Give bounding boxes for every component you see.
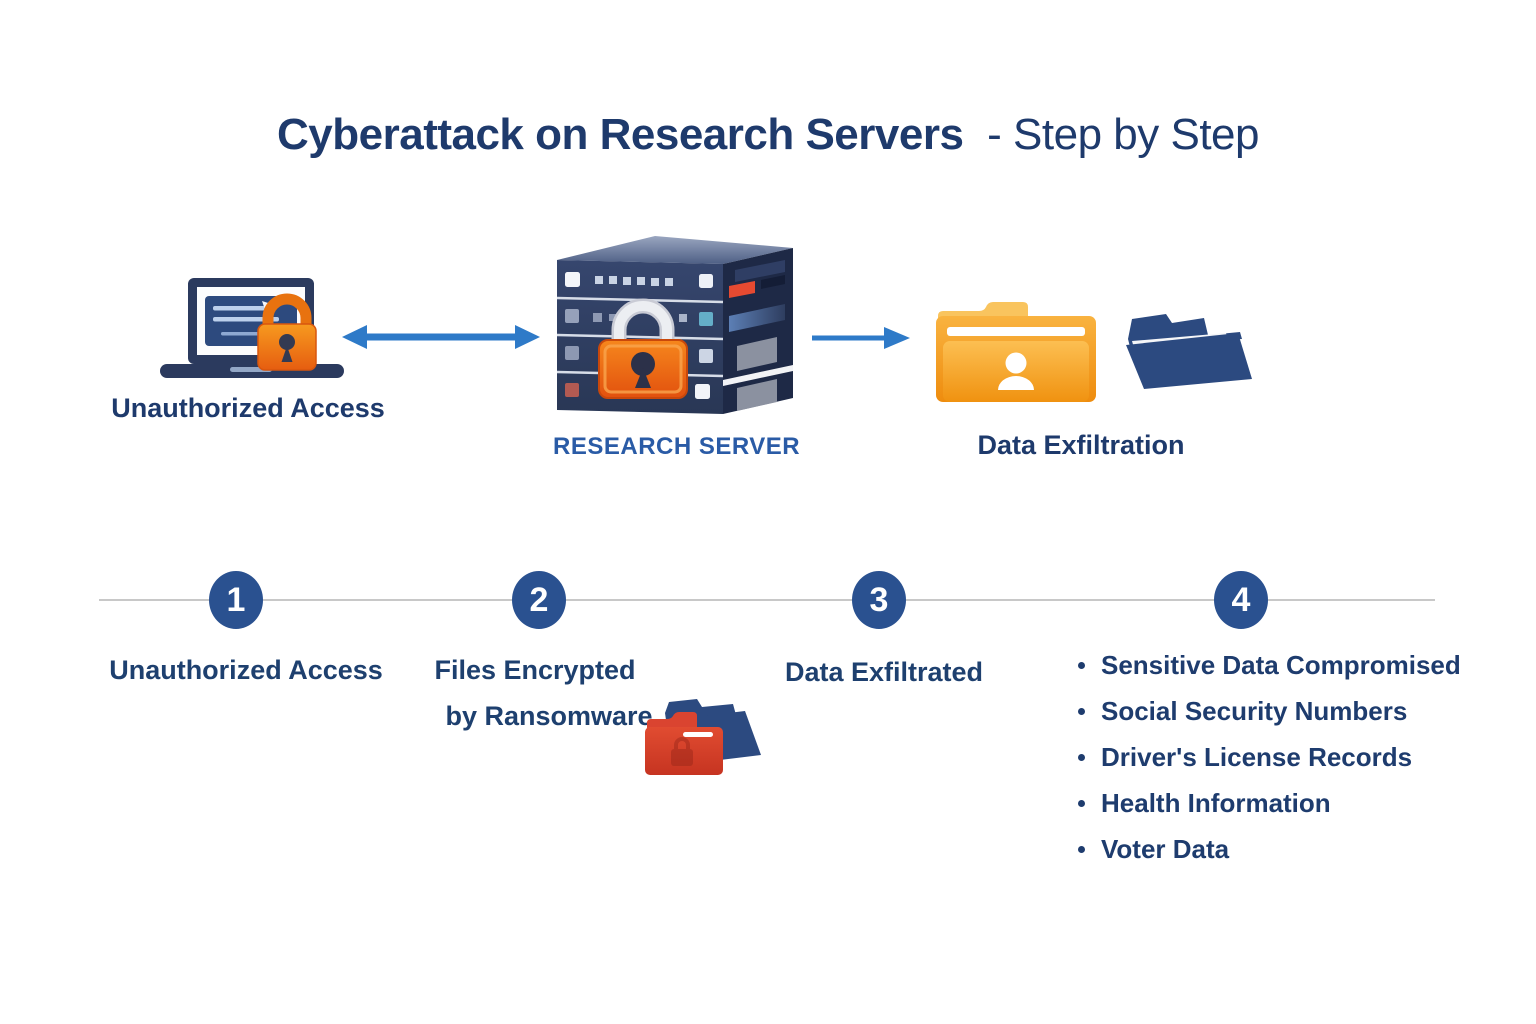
bullet-dot <box>1078 754 1085 761</box>
bullet-text: Driver's License Records <box>1101 742 1413 772</box>
step-4-badge: 4 <box>1214 571 1268 629</box>
step-3-number: 3 <box>869 580 889 619</box>
step-1-number: 1 <box>226 580 246 619</box>
list-item: Sensitive Data Compromised <box>1078 650 1461 680</box>
server-label: RESEARCH SERVER <box>553 433 801 460</box>
right-arrow-icon <box>812 327 910 349</box>
list-item: Voter Data <box>1078 834 1461 864</box>
ransomware-folders-icon <box>645 699 761 775</box>
bullet-dot <box>1078 846 1085 853</box>
step-1-label: Unauthorized Access <box>109 655 383 685</box>
bullet-dot <box>1078 800 1085 807</box>
step-4-bullet-list: Sensitive Data Compromised Social Securi… <box>1078 650 1461 882</box>
double-headed-arrow-icon <box>342 325 540 349</box>
bullet-text: Health Information <box>1101 788 1331 818</box>
bullet-text: Voter Data <box>1101 834 1230 864</box>
step-4-number: 4 <box>1231 580 1251 619</box>
bullet-text: Sensitive Data Compromised <box>1101 650 1461 680</box>
step-3-badge: 3 <box>852 571 906 629</box>
step-1-badge: 1 <box>209 571 263 629</box>
timeline-line <box>99 599 1435 601</box>
server-rack-with-padlock-icon <box>556 236 793 414</box>
list-item: Social Security Numbers <box>1078 696 1461 726</box>
step-2-badge: 2 <box>512 571 566 629</box>
list-item: Health Information <box>1078 788 1461 818</box>
page-title-main: Cyberattack on Research Servers <box>277 110 964 159</box>
step-2-label-line1: Files Encrypted <box>434 655 636 685</box>
bullet-dot <box>1078 662 1085 669</box>
step-3-label: Data Exfiltrated <box>784 657 984 687</box>
laptop-with-padlock-icon <box>160 278 344 378</box>
open-folder-icon <box>1126 314 1252 389</box>
folder-with-user-icon <box>936 302 1096 402</box>
bullet-text: Social Security Numbers <box>1101 696 1408 726</box>
page-title: Cyberattack on Research Servers - Step b… <box>0 110 1536 160</box>
list-item: Driver's License Records <box>1078 742 1461 772</box>
laptop-label: Unauthorized Access <box>111 393 385 423</box>
page-title-suffix: - Step by Step <box>987 110 1259 159</box>
folders-label: Data Exfiltration <box>977 430 1185 460</box>
step-2-number: 2 <box>529 580 549 619</box>
step-2-label-line2: by Ransomware <box>445 701 653 731</box>
bullet-dot <box>1078 708 1085 715</box>
